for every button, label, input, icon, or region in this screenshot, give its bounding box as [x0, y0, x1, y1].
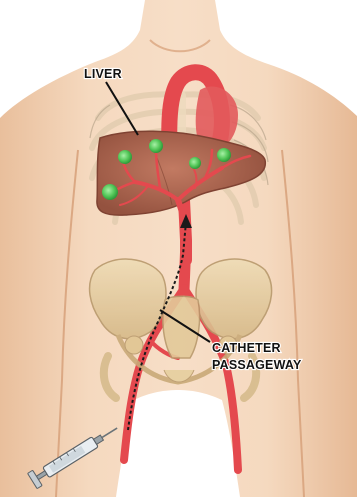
liver-label: LIVER — [84, 67, 122, 81]
tumor — [118, 150, 132, 164]
tumor — [217, 148, 231, 162]
tumor — [149, 139, 163, 153]
tumor — [189, 157, 201, 169]
abdominal-aorta — [184, 240, 186, 290]
tumor — [102, 184, 118, 200]
catheter-label-line1: CATHETER — [212, 341, 281, 355]
catheter-label-line2: PASSAGEWAY — [212, 358, 302, 372]
